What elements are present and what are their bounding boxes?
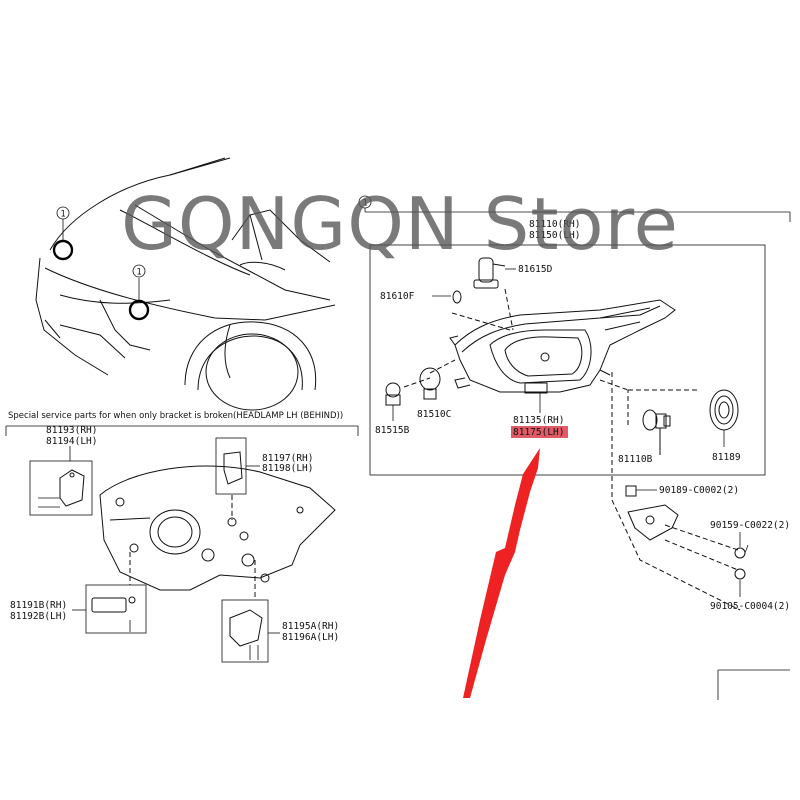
label-81110b: 81110B <box>618 454 653 465</box>
label-81610f: 81610F <box>380 291 415 302</box>
label-81615d: 81615D <box>518 264 553 275</box>
cap-81189 <box>709 389 739 431</box>
highlight-81175 <box>511 426 568 438</box>
callout-marker-c: 1 <box>363 199 368 209</box>
service-parts-section: Special service parts for when only brac… <box>5 411 359 663</box>
edge-fragment <box>717 669 790 700</box>
label-81515b: 81515B <box>375 425 410 436</box>
label-81193: 81193(RH) <box>46 425 97 436</box>
callout-marker-b: 1 <box>137 268 142 278</box>
inset-81197 <box>215 437 247 495</box>
label-81150: 81150(LH) <box>529 230 580 241</box>
label-90189: 90189-C0002(2) <box>659 485 739 496</box>
label-81192b: 81192B(LH) <box>10 611 67 622</box>
bulb-81610f <box>452 290 462 304</box>
side-bracket-group: 90189-C0002(2) 90159-C0022(2) 90105-C000… <box>611 372 790 612</box>
label-81510c: 81510C <box>417 409 451 420</box>
callout-circle-b <box>128 299 150 321</box>
red-pointer-arrow <box>463 448 540 698</box>
label-81197: 81197(RH) <box>262 453 313 464</box>
label-81198: 81198(LH) <box>262 463 313 474</box>
car-front-illustration: 1 1 <box>35 157 336 411</box>
label-90105: 90105-C0004(2) <box>710 601 790 612</box>
label-81135: 81135(RH) <box>513 415 564 426</box>
callout-marker-a: 1 <box>61 210 66 220</box>
label-90159: 90159-C0022(2) <box>710 520 790 531</box>
label-81195a: 81195A(RH) <box>282 621 339 632</box>
label-81110: 81110(RH) <box>529 219 580 230</box>
inset-81193 <box>29 460 93 516</box>
service-note: Special service parts for when only brac… <box>8 411 343 421</box>
bulb-81615d <box>473 257 506 289</box>
label-81175: 81175(LH) <box>513 427 564 438</box>
headlamp-housing <box>449 299 676 394</box>
label-81191b: 81191B(RH) <box>10 600 67 611</box>
socket-81515b <box>385 382 401 406</box>
callout-circle-a <box>52 239 74 261</box>
label-81194: 81194(LH) <box>46 436 97 447</box>
bulb-81110b <box>642 409 671 455</box>
headlamp-assembly-group: 1 81110(RH) 81150(LH) 81615D 81610F <box>358 195 791 476</box>
bulb-81510c <box>419 367 441 400</box>
label-81189: 81189 <box>712 452 741 463</box>
inset-81195a <box>221 599 269 663</box>
inset-81191b <box>85 584 147 634</box>
assembly-box <box>369 244 766 476</box>
label-81196a: 81196A(LH) <box>282 632 339 643</box>
